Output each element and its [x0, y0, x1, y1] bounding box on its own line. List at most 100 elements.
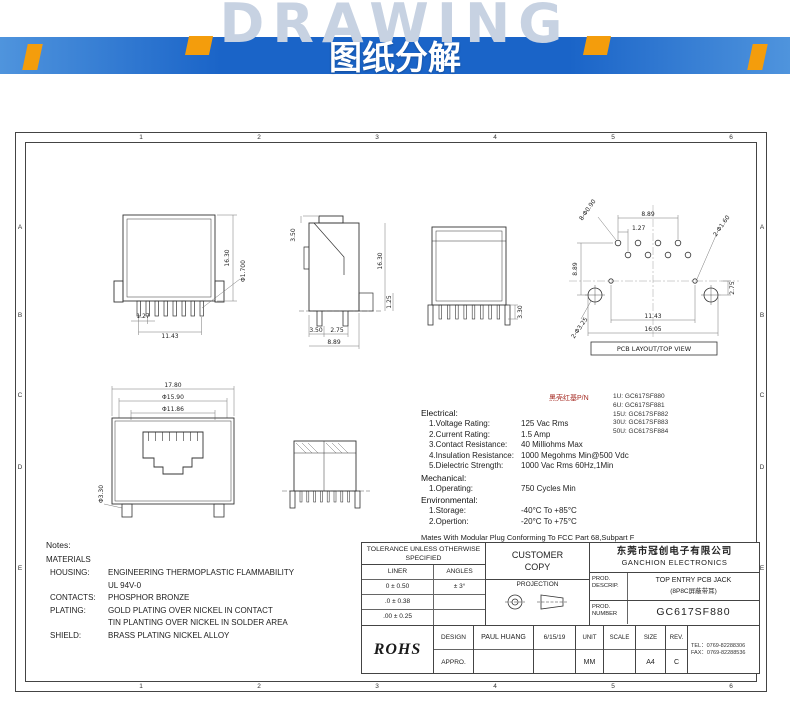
part-number-item: 50U: GC617SF884	[613, 428, 669, 436]
drawing-sheet: 1 2 3 4 5 6 1 2 3 4 5 6 A B C D E A B C …	[15, 132, 767, 692]
company-column: 东莞市冠创电子有限公司 GANCHION ELECTRONICS PROD. D…	[590, 543, 759, 625]
customer-copy-label: CUSTOMER COPY	[511, 550, 564, 572]
product-number-row: PROD. NUMBER GC617SF880	[590, 601, 759, 624]
grid-col-label: 6	[729, 134, 733, 141]
part-number-list: 黑壳红基P/N 1U: GC617SF880 6U: GC617SF881 15…	[549, 393, 668, 437]
orange-accent-shape	[184, 36, 214, 55]
grid-row-label: B	[759, 312, 765, 319]
appro-date	[534, 650, 575, 674]
dim-label: 16.30	[224, 249, 231, 266]
dim-label: 11.43	[161, 333, 178, 339]
spec-row: 2.Current Rating:1.5 Amp	[421, 430, 760, 441]
dimension-lines	[103, 386, 235, 509]
tolerance-value: .0 ± 0.38	[362, 595, 434, 609]
part-number-item: 1U: GC617SF880	[613, 393, 665, 400]
note-label: PLATING:	[50, 605, 86, 615]
dim-label: 11.43	[644, 313, 661, 320]
grid-row-label: D	[17, 464, 23, 471]
connector-body	[427, 226, 511, 326]
note-row: HOUSING: ENGINEERING THERMOPLASTIC FLAMM…	[46, 567, 376, 580]
shield-side-view-drawing: 3.30	[427, 226, 524, 326]
tolerance-row: .0 ± 0.38	[362, 595, 485, 610]
pcb-layout-view: 8.89 1.27 8-Φ0.90 8.89 2-Φ1.60 11.43 16.…	[569, 198, 739, 356]
drill-holes	[585, 239, 721, 305]
spec-label: 2.Opertion:	[429, 516, 469, 526]
grid-col-label: 5	[611, 134, 615, 141]
note-value: TIN PLANTING OVER NICKEL IN SOLDER AREA	[108, 618, 288, 627]
spec-label: 1.Storage:	[429, 506, 466, 515]
note-label: HOUSING:	[50, 568, 90, 577]
design-appro-labels: DESIGN APPRO.	[434, 626, 474, 674]
grid-col-label: 6	[729, 683, 733, 690]
projection-cell: PROJECTION	[486, 580, 589, 625]
side-profile-view	[282, 440, 370, 509]
spec-row: 1.Operating:750 Cycles Min	[421, 484, 760, 495]
number-value: GC617SF880	[656, 606, 731, 618]
note-row: SHIELD: BRASS PLATING NICKEL ALLOY	[46, 630, 376, 643]
product-description-row: PROD. DESCRIP. TOP ENTRY PCB JACK (8P8C屏…	[590, 573, 759, 601]
contact-info-cell: TEL：0769-82288306 FAX：0769-82288536	[688, 626, 759, 674]
grid-row-label: E	[17, 565, 23, 572]
dim-label: Φ11.86	[162, 406, 184, 413]
note-row: TIN PLANTING OVER NICKEL IN SOLDER AREA	[46, 617, 376, 630]
designer-name: PAUL HUANG	[474, 626, 533, 650]
dim-label: Φ3.30	[98, 485, 105, 503]
tolerance-value: 0 ± 0.50	[362, 580, 434, 594]
spec-label: 1.Voltage Rating:	[429, 419, 490, 428]
dim-label: 8-Φ0.90	[578, 198, 598, 222]
dim-label: 17.80	[164, 382, 181, 389]
dim-label: 8.89	[327, 339, 341, 346]
appro-label: APPRO.	[441, 658, 466, 666]
note-label-spacer	[46, 617, 108, 630]
tolerance-value	[434, 610, 485, 625]
page-title: 图纸分解	[329, 39, 461, 76]
pcb-caption: PCB LAYOUT/TOP VIEW	[617, 345, 692, 353]
connector-body	[282, 440, 370, 509]
note-row: PLATING: GOLD PLATING OVER NICKEL IN CON…	[46, 605, 376, 618]
tolerance-value	[434, 595, 485, 609]
dim-label: 3.30	[517, 305, 524, 319]
dim-label: 8.89	[572, 262, 579, 276]
unit-value: MM	[583, 658, 596, 666]
tolerance-value: .00 ± 0.25	[362, 610, 434, 625]
design-date: 6/15/19	[534, 626, 575, 650]
dim-label: 16.30	[377, 252, 384, 269]
dim-label: 2.75	[330, 327, 344, 334]
scale-cell: SCALE	[604, 626, 636, 674]
part-number-item: 6U: GC617SF881	[613, 401, 665, 409]
dim-label: 1.27	[632, 225, 646, 232]
note-label: CONTACTS:	[50, 593, 96, 602]
spec-label: 3.Contact Resistance:	[429, 440, 508, 449]
size-value: A4	[646, 658, 655, 666]
design-label: DESIGN	[434, 626, 473, 650]
tolerance-table: TOLERANCE UNLESS OTHERWISE SPECIFIED LIN…	[362, 543, 486, 625]
spec-row: 4.Insulation Resistance:1000 Megohms Min…	[421, 451, 760, 462]
part-number-item: 15U: GC617SF882	[613, 410, 669, 418]
grid-col-label: 2	[257, 134, 261, 141]
title-banner	[0, 37, 790, 74]
tolerance-row: 0 ± 0.50 ± 3°	[362, 580, 485, 595]
grid-col-label: 3	[375, 683, 379, 690]
scale-label: SCALE	[604, 626, 635, 650]
tolerance-title: TOLERANCE UNLESS OTHERWISE SPECIFIED	[362, 543, 485, 565]
projection-symbol	[504, 594, 567, 610]
liner-header: LINER	[362, 565, 434, 579]
dimension-lines	[300, 215, 394, 349]
contact-pins	[136, 300, 204, 317]
descrip-label: PROD. DESCRIP.	[590, 573, 628, 600]
copy-projection-column: CUSTOMER COPY PROJECTION	[486, 543, 590, 625]
angles-header: ANGLES	[446, 568, 473, 575]
spec-row: 3.Contact Resistance:40 Milliohms Max	[421, 440, 760, 451]
spec-value: 1000 Vac Rms 60Hz,1Min	[521, 461, 614, 470]
tel-line: TEL：0769-82288306	[691, 642, 746, 649]
fax-line: FAX：0769-82288536	[691, 650, 746, 656]
grid-row-label: A	[759, 224, 765, 231]
customer-copy-cell: CUSTOMER COPY	[486, 543, 589, 580]
electrical-section-title: Electrical:	[421, 408, 458, 418]
unit-cell: UNIT MM	[576, 626, 604, 674]
dimension-lines	[577, 215, 731, 336]
spec-row: 2.Opertion:-20°C To +75°C	[421, 517, 760, 528]
dim-label: 1.25	[386, 295, 393, 309]
spec-row: 5.Dielectric Strength:1000 Vac Rms 60Hz,…	[421, 461, 760, 472]
connector-face	[111, 417, 235, 518]
